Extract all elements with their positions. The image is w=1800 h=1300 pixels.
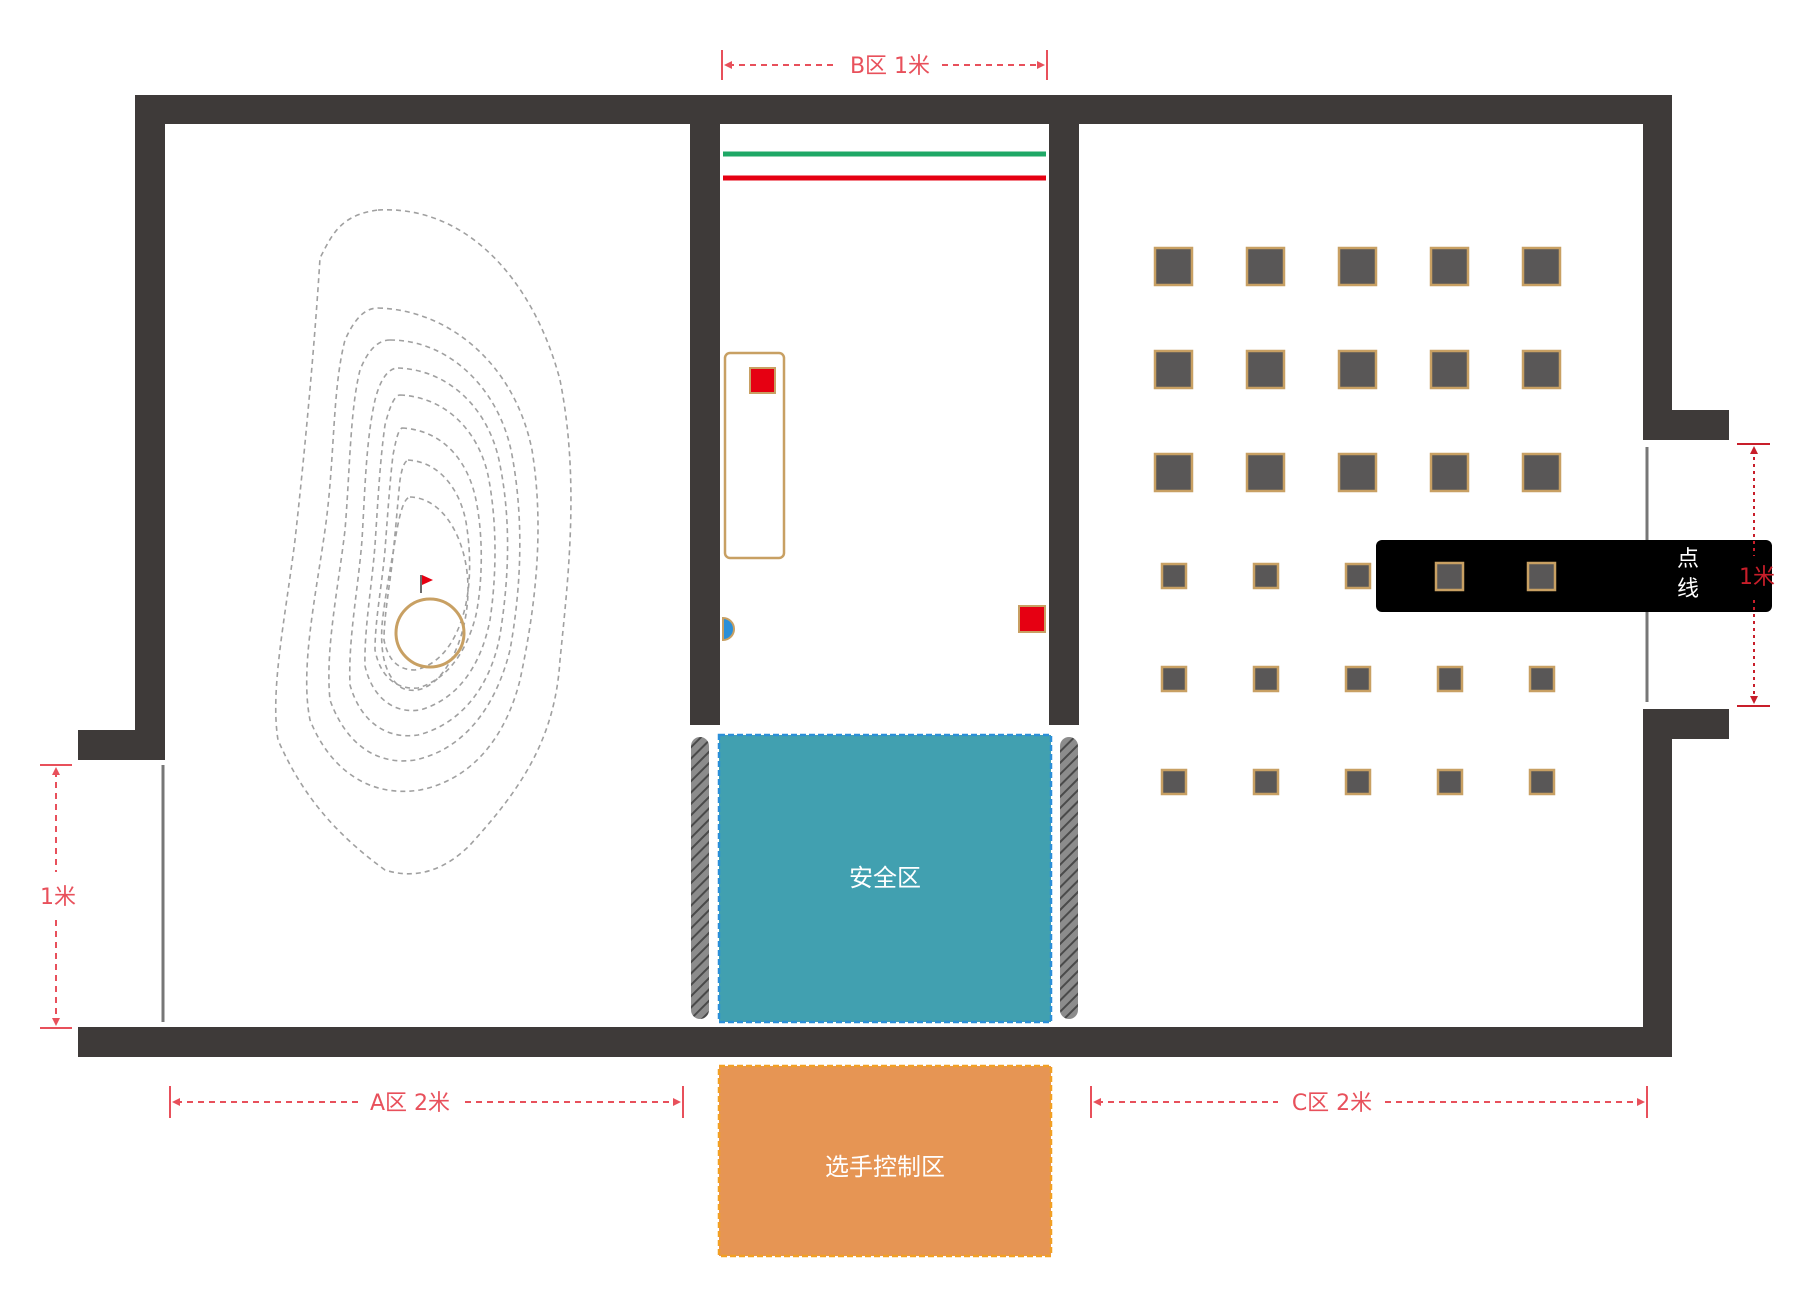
obstacle-large: [1153, 349, 1194, 390]
finish-line-label-3: 线: [1677, 577, 1699, 602]
contour-6: [374, 427, 483, 689]
obstacle-small: [1436, 665, 1464, 693]
finish-line-bar: [1376, 540, 1772, 612]
obstacle-small: [1160, 562, 1188, 590]
obstacle-small: [1344, 768, 1372, 796]
obstacle-large: [1521, 349, 1562, 390]
contour-8: [380, 496, 469, 692]
obstacle-small: [1160, 768, 1188, 796]
dim-left: [40, 764, 72, 1029]
right-wall-lower: [1643, 709, 1672, 1057]
obstacle-large: [1245, 246, 1286, 287]
obstacle-small: [1252, 768, 1280, 796]
dim-a: [169, 1086, 684, 1118]
contour-1: [274, 209, 572, 875]
safety-zone-label: 安全区: [849, 864, 921, 892]
contour-4: [348, 367, 509, 737]
obstacle-large: [1337, 452, 1378, 493]
right-stub-upper: [1643, 410, 1729, 440]
obstacle-small: [1526, 561, 1557, 592]
red-block-1: [749, 367, 776, 394]
dim-a-label: A区 2米: [370, 1091, 450, 1116]
control-zone-label: 选手控制区: [825, 1153, 945, 1181]
obstacle-small: [1160, 665, 1188, 693]
dim-c: [1090, 1086, 1648, 1118]
obstacle-large: [1245, 452, 1286, 493]
obstacle-grid: [1153, 246, 1562, 493]
contour-7: [383, 459, 471, 671]
obstacle-large: [1245, 349, 1286, 390]
obstacle-small: [1344, 665, 1372, 693]
obstacle-large: [1429, 452, 1470, 493]
red-block-2: [1018, 605, 1046, 633]
finish-line-label-2: 点: [1677, 547, 1699, 572]
start-circle: [394, 597, 466, 669]
obstacle-large: [1337, 246, 1378, 287]
bottom-wall: [78, 1027, 1672, 1057]
safety-zone: [717, 733, 1053, 1024]
finish-line-label-1: 终: [1677, 517, 1699, 542]
dim-c-label: C区 2米: [1292, 1091, 1372, 1116]
tray-outline: [723, 351, 786, 560]
right-wall-upper: [1643, 95, 1672, 440]
divider-right: [1049, 110, 1079, 725]
obstacle-small: [1252, 665, 1280, 693]
top-wall: [135, 95, 1672, 124]
control-zone: [717, 1064, 1053, 1258]
left-wall: [135, 95, 165, 760]
obstacle-grid-small: [1160, 561, 1557, 796]
obstacle-small: [1528, 768, 1556, 796]
left-stub: [78, 730, 165, 760]
obstacle-small: [1434, 561, 1465, 592]
dim-right-label: 1米: [1739, 565, 1775, 590]
contour-3: [328, 339, 521, 762]
obstacle-small: [1252, 562, 1280, 590]
obstacle-small: [1436, 768, 1464, 796]
dim-b-label: B区 1米: [850, 54, 930, 79]
divider-left: [690, 110, 720, 725]
gate-post-left: [691, 737, 709, 1019]
obstacle-large: [1429, 349, 1470, 390]
obstacle-large: [1337, 349, 1378, 390]
dim-left-label: 1米: [40, 885, 76, 910]
contour-2: [305, 307, 539, 793]
obstacle-large: [1153, 246, 1194, 287]
flag-icon: [422, 575, 433, 585]
obstacle-small: [1528, 665, 1556, 693]
contour-terrain: [274, 209, 572, 875]
walls: [78, 95, 1729, 1057]
dim-right: [1737, 443, 1770, 707]
sensor-marker: [722, 616, 735, 642]
obstacle-large: [1153, 452, 1194, 493]
obstacle-large: [1429, 246, 1470, 287]
obstacle-small: [1344, 562, 1372, 590]
contour-5: [364, 394, 496, 712]
gate-post-right: [1060, 737, 1078, 1019]
obstacle-large: [1521, 452, 1562, 493]
obstacle-large: [1521, 246, 1562, 287]
dim-b: [721, 50, 1048, 80]
